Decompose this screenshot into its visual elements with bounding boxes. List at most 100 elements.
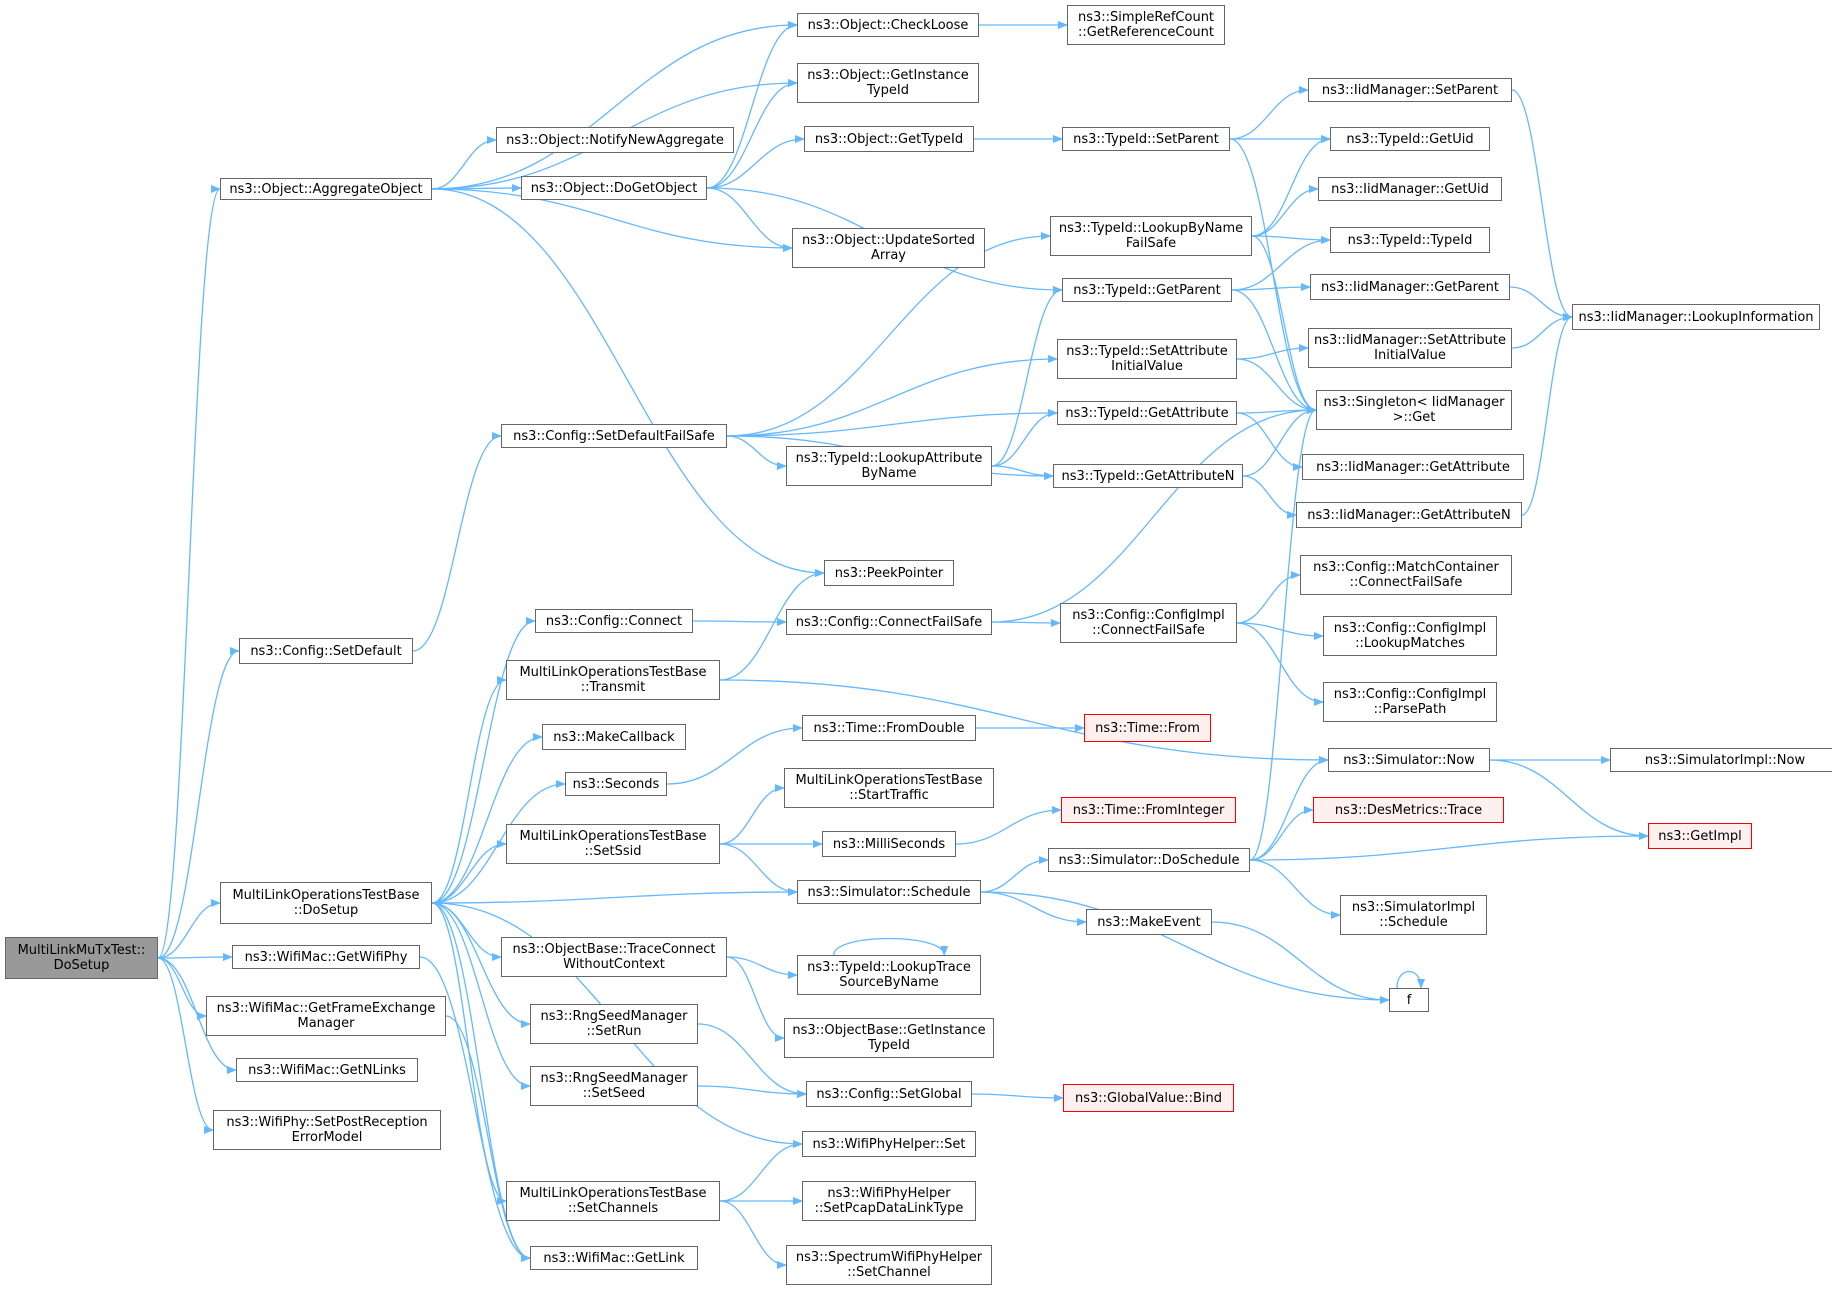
node-matchcontainer[interactable]: ns3::Config::MatchContainer::ConnectFail… bbox=[1300, 555, 1512, 595]
node-aggregate[interactable]: ns3::Object::AggregateObject bbox=[220, 178, 432, 200]
node-simimplschedule[interactable]: ns3::SimulatorImpl::Schedule bbox=[1340, 895, 1487, 935]
edge-cfgsetdefault-to-setdefaultfailsafe bbox=[412, 432, 502, 652]
node-f[interactable]: f bbox=[1389, 988, 1429, 1012]
node-cfgconnect[interactable]: ns3::Config::Connect bbox=[535, 609, 693, 633]
node-label-line: MultiLinkOperationsTestBase bbox=[519, 829, 707, 844]
node-simimplnow[interactable]: ns3::SimulatorImpl::Now bbox=[1610, 748, 1832, 772]
node-label-line: Manager bbox=[297, 1016, 355, 1031]
node-label-line: ns3::Object::CheckLoose bbox=[807, 17, 969, 33]
node-typeidgetattr[interactable]: ns3::TypeId::GetAttribute bbox=[1057, 401, 1237, 425]
node-label-line: ::Schedule bbox=[1379, 915, 1448, 930]
node-typeidgetattrn[interactable]: ns3::TypeId::GetAttributeN bbox=[1053, 464, 1243, 488]
edge-typeidgetattr-to-iidgetattr bbox=[1236, 412, 1303, 471]
node-simdoschedule[interactable]: ns3::Simulator::DoSchedule bbox=[1048, 848, 1250, 872]
node-typeidgetuid[interactable]: ns3::TypeId::GetUid bbox=[1330, 127, 1490, 151]
node-setseed[interactable]: ns3::RngSeedManager::SetSeed bbox=[530, 1066, 698, 1106]
node-typeidgetparent[interactable]: ns3::TypeId::GetParent bbox=[1062, 278, 1232, 302]
node-makeevent[interactable]: ns3::MakeEvent bbox=[1086, 909, 1212, 935]
node-label-line: ns3::SimulatorImpl bbox=[1351, 900, 1476, 915]
edge-aggregate-to-peekpointer bbox=[431, 188, 825, 577]
edge-root-to-getnlinks bbox=[157, 957, 237, 1074]
node-simplerefcount[interactable]: ns3::SimpleRefCount::GetReferenceCount bbox=[1067, 5, 1225, 45]
node-seconds[interactable]: ns3::Seconds bbox=[565, 772, 667, 796]
node-peekpointer[interactable]: ns3::PeekPointer bbox=[824, 560, 954, 586]
edge-aggregate-to-notifyagg bbox=[431, 136, 497, 190]
node-wifiphyhelperset[interactable]: ns3::WifiPhyHelper::Set bbox=[802, 1131, 976, 1157]
node-notifyagg[interactable]: ns3::Object::NotifyNewAggregate bbox=[496, 127, 734, 153]
node-milliseconds[interactable]: ns3::MilliSeconds bbox=[822, 831, 956, 857]
node-parsepath[interactable]: ns3::Config::ConfigImpl::ParsePath bbox=[1323, 682, 1497, 722]
node-setpcap[interactable]: ns3::WifiPhyHelper::SetPcapDataLinkType bbox=[802, 1181, 976, 1221]
node-setglobal[interactable]: ns3::Config::SetGlobal bbox=[806, 1081, 972, 1107]
edge-mlotbdosetup-to-cfgconnect bbox=[431, 617, 536, 904]
node-setssid[interactable]: MultiLinkOperationsTestBase::SetSsid bbox=[506, 824, 720, 864]
node-iidsetparent[interactable]: ns3::IidManager::SetParent bbox=[1308, 78, 1512, 102]
node-label-line: ns3::Simulator::Schedule bbox=[807, 884, 971, 900]
node-makecallback[interactable]: ns3::MakeCallback bbox=[542, 724, 686, 750]
node-cfgsetdefault[interactable]: ns3::Config::SetDefault bbox=[239, 638, 413, 664]
node-label-line: ns3::TypeId::SetParent bbox=[1073, 131, 1219, 147]
node-lookupmatches[interactable]: ns3::Config::ConfigImpl::LookupMatches bbox=[1323, 616, 1497, 656]
edge-lookupattrbyname-to-typeidgetattrn bbox=[991, 465, 1054, 480]
node-label-line: ns3::IidManager::SetParent bbox=[1321, 82, 1499, 98]
edge-typeidsetattrinit-to-singletonget bbox=[1236, 358, 1317, 414]
node-label-line: ns3::Config::ConfigImpl bbox=[1333, 621, 1487, 636]
node-iidgetattr[interactable]: ns3::IidManager::GetAttribute bbox=[1302, 454, 1524, 480]
node-typeidtypeid[interactable]: ns3::TypeId::TypeId bbox=[1330, 227, 1490, 253]
edge-setglobal-to-globalvaluebind bbox=[971, 1093, 1064, 1102]
node-starttraffic[interactable]: MultiLinkOperationsTestBase::StartTraffi… bbox=[784, 768, 994, 808]
node-simschedule[interactable]: ns3::Simulator::Schedule bbox=[797, 880, 981, 904]
edge-lookupattrbyname-to-typeidgetparent bbox=[991, 286, 1063, 467]
node-typeidsetparent[interactable]: ns3::TypeId::SetParent bbox=[1062, 127, 1230, 151]
node-setdefaultfailsafe[interactable]: ns3::Config::SetDefaultFailSafe bbox=[501, 424, 727, 448]
node-iidgetattrn[interactable]: ns3::IidManager::GetAttributeN bbox=[1296, 502, 1522, 528]
node-objgettypeid[interactable]: ns3::Object::GetTypeId bbox=[804, 126, 974, 152]
node-getlink[interactable]: ns3::WifiMac::GetLink bbox=[530, 1246, 698, 1270]
node-connectfailsafe[interactable]: ns3::Config::ConnectFailSafe bbox=[786, 609, 992, 635]
edge-simschedule-to-f bbox=[980, 891, 1390, 1004]
node-spectrumsetchannel[interactable]: ns3::SpectrumWifiPhyHelper::SetChannel bbox=[786, 1245, 992, 1285]
node-label-line: ns3::Seconds bbox=[572, 776, 660, 792]
edge-connectfailsafe-to-singletonget bbox=[991, 406, 1317, 623]
node-mlotbdosetup[interactable]: MultiLinkOperationsTestBase::DoSetup bbox=[220, 882, 432, 924]
node-timefrominteger[interactable]: ns3::Time::FromInteger bbox=[1061, 797, 1236, 823]
edge-aggregate-to-updatesorted bbox=[431, 188, 793, 252]
node-transmit[interactable]: MultiLinkOperationsTestBase::Transmit bbox=[506, 660, 720, 700]
node-getimpl[interactable]: ns3::GetImpl bbox=[1648, 823, 1752, 849]
node-getwifiphy[interactable]: ns3::WifiMac::GetWifiPhy bbox=[232, 945, 420, 969]
node-setchannels[interactable]: MultiLinkOperationsTestBase::SetChannels bbox=[506, 1181, 720, 1221]
edge-setdefaultfailsafe-to-typeidgetattr bbox=[726, 409, 1058, 437]
node-timefrom[interactable]: ns3::Time::From bbox=[1084, 714, 1211, 742]
node-checkloose[interactable]: ns3::Object::CheckLoose bbox=[797, 13, 979, 37]
node-iidgetparent[interactable]: ns3::IidManager::GetParent bbox=[1310, 274, 1510, 300]
node-fromdouble[interactable]: ns3::Time::FromDouble bbox=[802, 715, 976, 741]
node-globalvaluebind[interactable]: ns3::GlobalValue::Bind bbox=[1063, 1084, 1234, 1112]
edge-configimplconnect-to-lookupmatches bbox=[1236, 622, 1324, 640]
node-singletonget[interactable]: ns3::Singleton< IidManager>::Get bbox=[1316, 390, 1512, 430]
edge-setdefaultfailsafe-to-typeidsetattrinit bbox=[726, 355, 1058, 437]
node-label-line: ::ConnectFailSafe bbox=[1349, 575, 1463, 590]
node-setrun[interactable]: ns3::RngSeedManager::SetRun bbox=[530, 1004, 698, 1044]
node-desmetricstrace[interactable]: ns3::DesMetrics::Trace bbox=[1313, 797, 1504, 823]
node-simnow[interactable]: ns3::Simulator::Now bbox=[1328, 748, 1490, 772]
edge-traceconnect-to-lookuptrace bbox=[726, 956, 798, 979]
node-iidgetuid[interactable]: ns3::IidManager::GetUid bbox=[1318, 177, 1502, 201]
node-getnlinks[interactable]: ns3::WifiMac::GetNLinks bbox=[236, 1058, 418, 1082]
node-iidlookupinfo[interactable]: ns3::IidManager::LookupInformation bbox=[1572, 304, 1820, 330]
node-dogetobject[interactable]: ns3::Object::DoGetObject bbox=[521, 176, 707, 200]
node-label-line: ns3::Object::GetInstance bbox=[807, 68, 969, 83]
node-label-line: ns3::TypeId::GetAttributeN bbox=[1061, 468, 1235, 484]
node-configimplconnect[interactable]: ns3::Config::ConfigImpl::ConnectFailSafe bbox=[1060, 603, 1237, 643]
node-label-line: ns3::TypeId::TypeId bbox=[1347, 232, 1473, 248]
